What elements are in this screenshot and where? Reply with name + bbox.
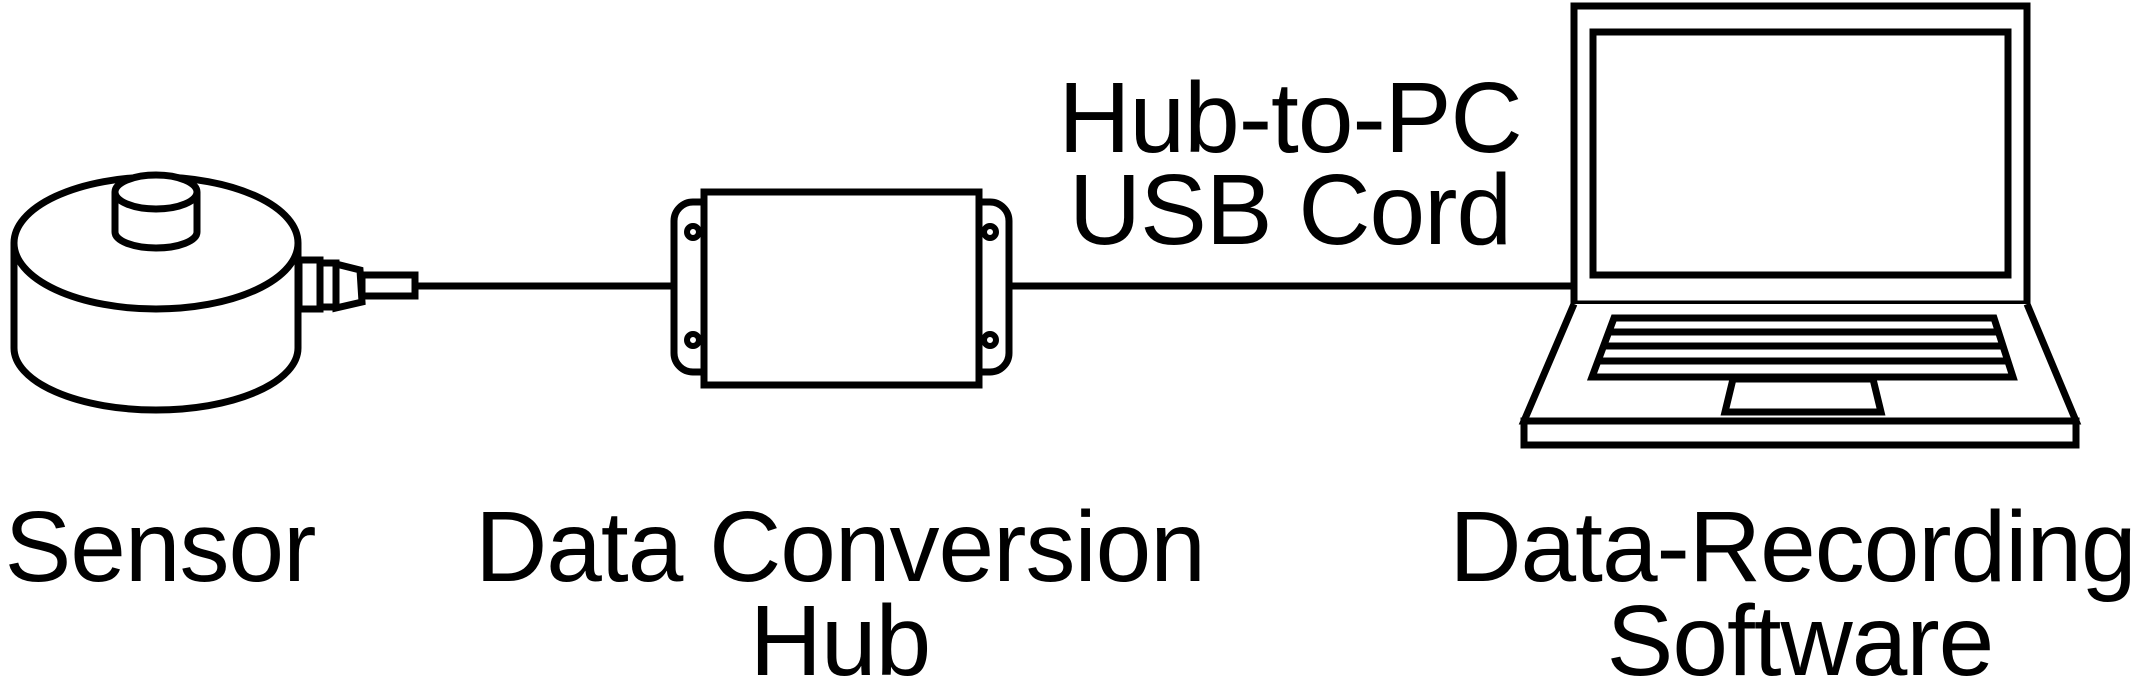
- cord-label-line1: Hub-to-PC: [1058, 62, 1522, 174]
- hub-icon: [670, 188, 1013, 389]
- sensor-label: Sensor: [4, 491, 317, 603]
- trackpad-icon: [1720, 375, 1886, 416]
- hub-label-line1: Data Conversion: [475, 491, 1206, 603]
- software-label-line2: Software: [1606, 585, 1995, 697]
- hub-label-line2: Hub: [749, 585, 931, 697]
- sensor-icon: [10, 171, 419, 414]
- keyboard-icon: [1586, 314, 2018, 381]
- cord-label-line2: USB Cord: [1068, 154, 1512, 266]
- setup-diagram: [10, 2, 2082, 449]
- laptop-icon: [1518, 2, 2082, 449]
- software-label-line1: Data-Recording: [1449, 491, 2136, 603]
